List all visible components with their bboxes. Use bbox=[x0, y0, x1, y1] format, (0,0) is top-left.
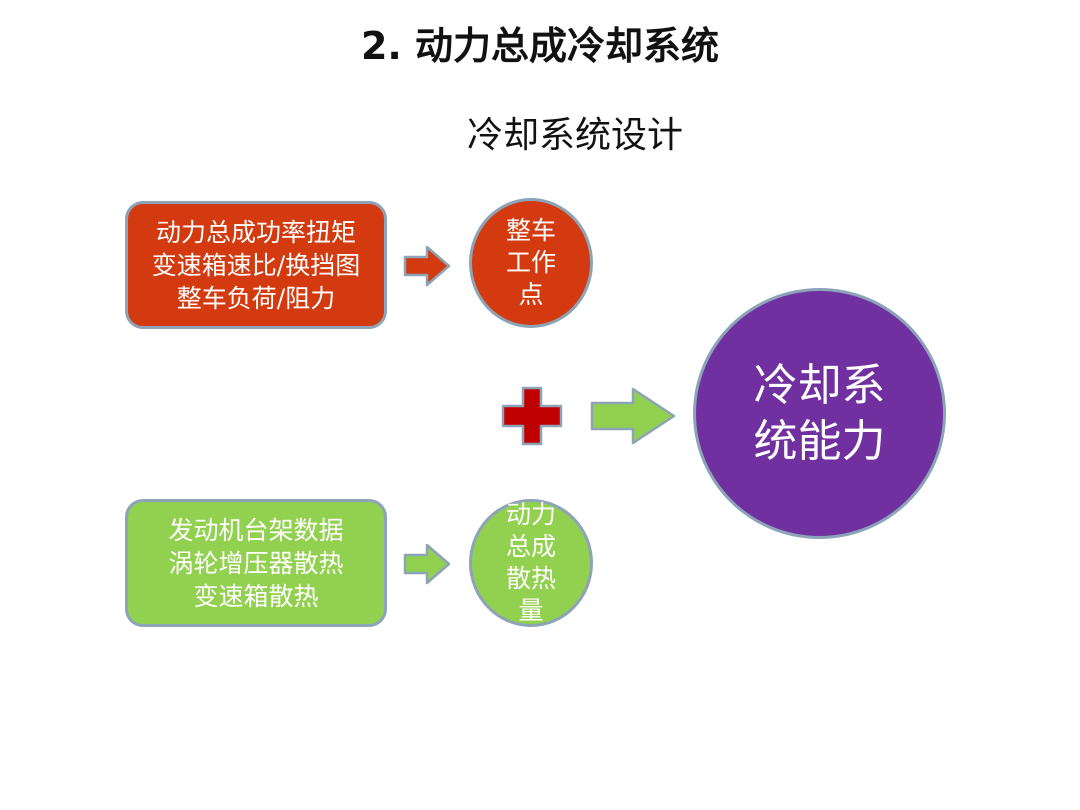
slide-title: 2. 动力总成冷却系统 bbox=[360, 24, 720, 68]
bottom-result-line-4: 量 bbox=[518, 596, 544, 625]
top-result-line-3: 点 bbox=[518, 280, 544, 309]
output-circle: 冷却系 统能力 bbox=[693, 288, 946, 539]
top-input-line-1: 动力总成功率扭矩 bbox=[155, 217, 356, 247]
top-input-box: 动力总成功率扭矩 变速箱速比/换挡图 整车负荷/阻力 bbox=[125, 201, 387, 329]
bottom-input-box: 发动机台架数据 涡轮增压器散热 变速箱散热 bbox=[125, 499, 387, 627]
output-line-2: 统能力 bbox=[753, 415, 886, 467]
bottom-input-line-1: 发动机台架数据 bbox=[168, 515, 344, 545]
right-arrow-icon bbox=[403, 245, 451, 287]
top-result-circle: 整车 工作 点 bbox=[469, 198, 593, 328]
bottom-input-line-3: 变速箱散热 bbox=[193, 581, 319, 611]
bottom-result-line-1: 动力 bbox=[505, 500, 556, 529]
bottom-result-circle: 动力 总成 散热 量 bbox=[469, 499, 593, 627]
right-arrow-icon bbox=[403, 543, 451, 585]
plus-icon bbox=[501, 386, 563, 446]
top-input-line-3: 整车负荷/阻力 bbox=[176, 283, 336, 313]
top-input-line-2: 变速箱速比/换挡图 bbox=[151, 250, 361, 280]
diagram-subtitle: 冷却系统设计 bbox=[466, 115, 683, 156]
output-line-1: 冷却系 bbox=[753, 359, 886, 411]
top-result-line-1: 整车 bbox=[505, 216, 556, 245]
top-result-line-2: 工作 bbox=[505, 248, 556, 277]
bottom-input-line-2: 涡轮增压器散热 bbox=[168, 548, 344, 578]
bottom-result-line-2: 总成 bbox=[505, 532, 556, 561]
right-arrow-icon bbox=[590, 387, 676, 445]
bottom-result-line-3: 散热 bbox=[505, 564, 556, 593]
